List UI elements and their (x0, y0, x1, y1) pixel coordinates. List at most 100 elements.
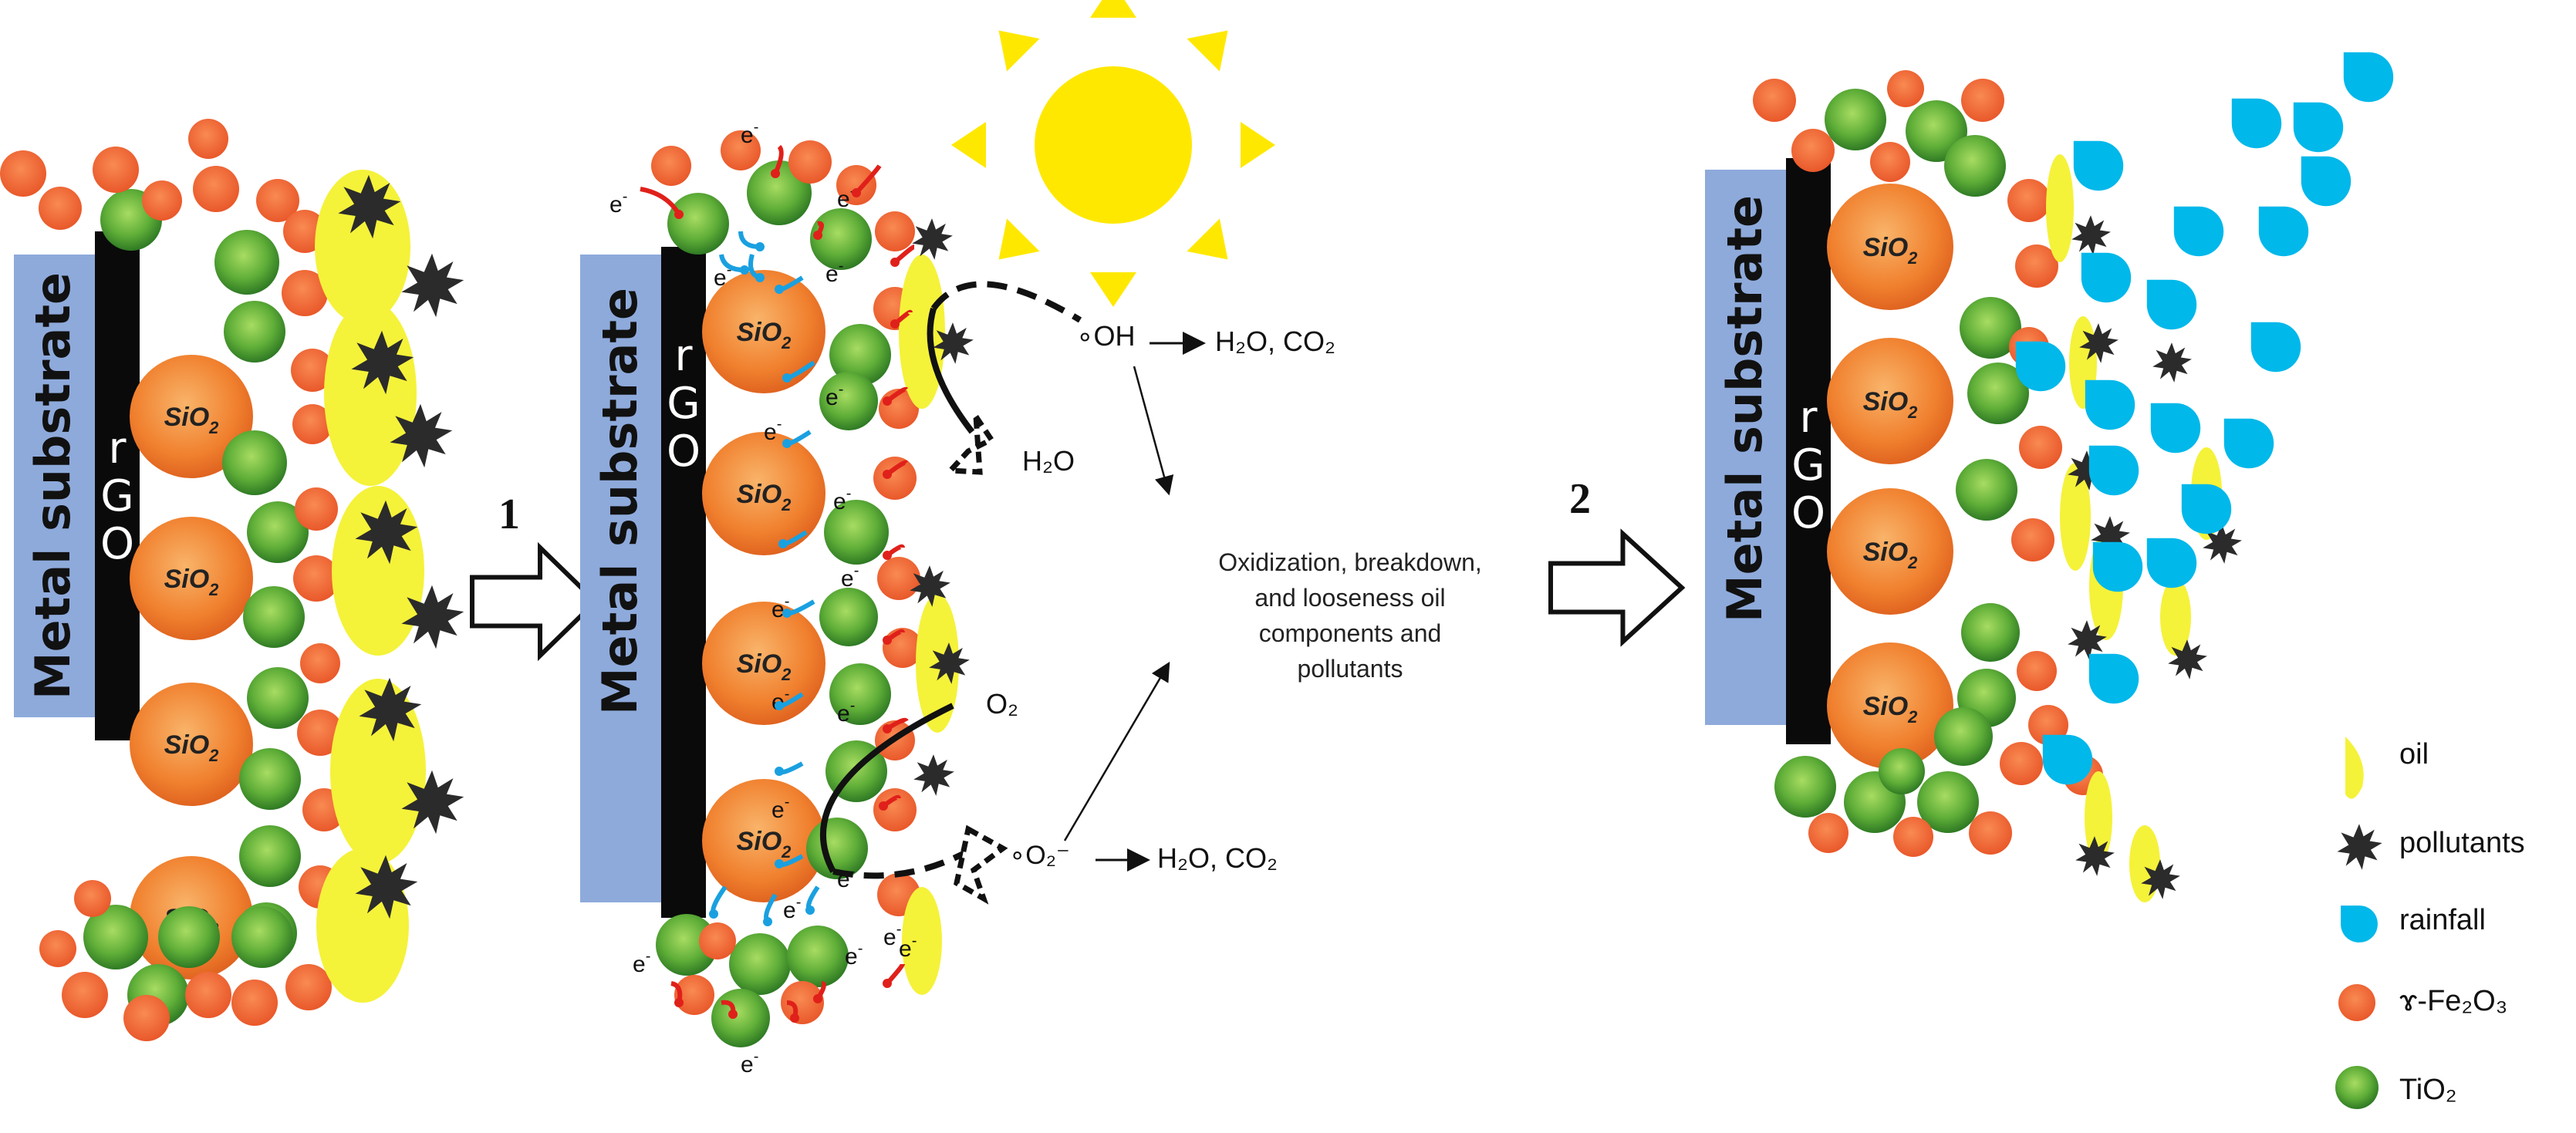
tio2-particle (829, 324, 891, 386)
legend-label-pollutants: pollutants (2399, 827, 2525, 859)
fe2o3-particle (2007, 179, 2051, 222)
electron-arrow-head (883, 724, 892, 733)
water-label: H₂O (1022, 445, 1075, 477)
fe2o3-particle (123, 995, 170, 1041)
fe2o3-particle (74, 880, 111, 917)
pollutant-star (2152, 342, 2192, 383)
hole-arrow-head (782, 609, 792, 618)
rain-drop (2073, 140, 2124, 191)
oil-blob (2046, 154, 2074, 262)
fe2o3-particle (231, 980, 278, 1026)
tio2-particle (1917, 771, 1979, 833)
fe2o3-particle (295, 487, 338, 531)
fe2o3-particle (285, 964, 332, 1010)
fe2o3-particle (292, 404, 333, 444)
sio2-sphere (702, 779, 825, 902)
fe2o3-particle (651, 146, 691, 186)
hole-arrow-head (755, 273, 765, 282)
fe2o3-particle (297, 710, 343, 756)
fe2o3-particle (188, 119, 228, 159)
electron-arrow-head (883, 396, 892, 406)
pollutant-swatch (2337, 824, 2382, 870)
tio2-particle (810, 208, 872, 270)
fe2o3-particle (93, 147, 139, 193)
fe2o3-particle (674, 975, 714, 1015)
rgo-letter: r (674, 331, 693, 381)
sun-ray (1090, 272, 1136, 307)
electron-arrow-head (890, 319, 900, 329)
electron-arrow-head (813, 994, 822, 1003)
metal-substrate (14, 255, 95, 717)
fe2o3-particle (1870, 142, 1910, 182)
tio2-particle (1961, 603, 2020, 662)
electron-label: e- (845, 940, 863, 969)
sio2-particle: SiO2 (702, 432, 825, 555)
fe2o3-particle (39, 187, 82, 230)
oil-swatch (2345, 737, 2364, 799)
fe2o3-particle (256, 179, 299, 222)
hole-arrow-head (775, 701, 784, 710)
sio2-label: SiO2 (1863, 538, 1919, 572)
hole-arrow-head (740, 265, 749, 275)
sio2-particle: SiO2 (702, 270, 825, 393)
step-arrow-shape (470, 541, 599, 662)
oil-blob (332, 486, 424, 656)
tio2-particle (1774, 756, 1836, 818)
fe2o3-particle (877, 557, 920, 600)
fe2o3-particle (1969, 811, 2012, 855)
water-arrowhead (944, 406, 996, 475)
rain-drop (2293, 102, 2344, 153)
sun-ray (1241, 122, 1275, 168)
oh-to-oxidation-arrow (1133, 366, 1174, 496)
tio2-particle (83, 905, 148, 969)
hole-arrow-head (755, 242, 765, 251)
legend-label-fe2o3: ɤ-Fe₂O₃ (2399, 985, 2507, 1017)
tio2-particle (239, 825, 301, 887)
legend-item-tio2: TiO₂ (2335, 1066, 2457, 1109)
hole-arrow-head (775, 859, 784, 868)
rain-drop (2173, 206, 2224, 257)
fe2o3-particle (39, 930, 76, 967)
rain-drop (2081, 252, 2132, 303)
rgo-letter: O (1791, 488, 1825, 538)
oil-blob (2129, 825, 2160, 902)
fe2o3-particle (1753, 79, 1796, 122)
tio2-particle (239, 748, 301, 810)
sio2-sphere (130, 355, 253, 478)
hole-arrow-head (782, 373, 792, 383)
sio2-sphere (1827, 184, 1953, 310)
electron-label: e- (825, 258, 843, 287)
pollutant-star (912, 218, 953, 260)
panel-irradiated: Metal substraterGOSiO2SiO2SiO2SiO2e-e-e-… (580, 119, 974, 1077)
legend-item-oil: oil (2345, 737, 2429, 799)
rgo-layer (661, 247, 706, 918)
oxygen-label: O₂ (986, 688, 1018, 720)
oxidation-description-line: Oxidization, breakdown, (1218, 548, 1482, 576)
hole-arrow-head (782, 439, 792, 448)
rain-drop (2150, 403, 2201, 454)
rgo-letter: O (667, 427, 701, 477)
fe2o3-particle (1791, 129, 1835, 172)
hole-arrow-head (805, 905, 815, 915)
rain-drop (2181, 484, 2232, 534)
sio2-particle: SiO2 (1827, 488, 1953, 615)
fe2o3-particle (185, 972, 231, 1018)
substrate-label: Metal substrate (1717, 195, 1773, 622)
substrate-label: Metal substrate (25, 272, 81, 700)
tio2-particle (1825, 89, 1886, 150)
legend-label-oil: oil (2399, 738, 2429, 771)
hydroxyl-product-label: H₂O, CO₂ (1215, 325, 1335, 357)
fe2o3-particle (2011, 518, 2054, 561)
tio2-particle (729, 933, 791, 995)
rain-drop (2085, 379, 2135, 430)
fe2o3-particle (300, 643, 340, 683)
rgo-letter: G (667, 379, 700, 429)
step-1-arrow (470, 541, 599, 662)
step-2-label: 2 (1569, 475, 1591, 523)
sio2-particle: SiO2 (130, 517, 253, 640)
hole-arrow-head (763, 917, 772, 926)
pollutant-star (401, 253, 464, 318)
fe2o3-particle (2000, 742, 2043, 785)
